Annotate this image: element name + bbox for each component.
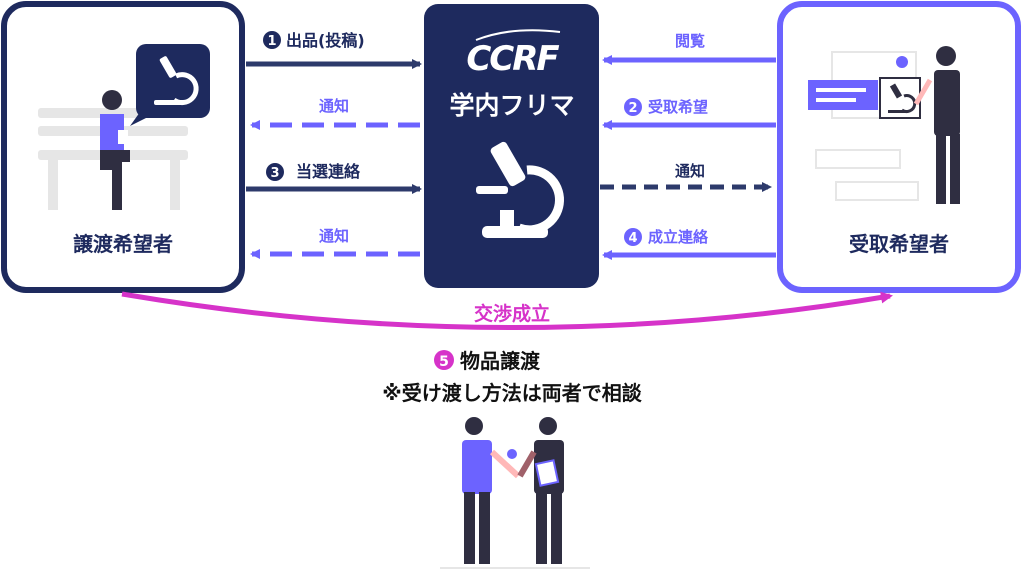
deal-arrow bbox=[121, 291, 893, 330]
step5-badge bbox=[434, 350, 454, 370]
platform-title: 学内フリマ bbox=[449, 91, 574, 120]
person-sitting-illustration bbox=[100, 90, 130, 210]
handshake-illustration bbox=[440, 417, 590, 569]
step2-badge bbox=[624, 98, 642, 116]
microscope-icon bbox=[476, 141, 564, 238]
step4-label: 成立連絡 bbox=[648, 228, 709, 246]
step5-number: 5 bbox=[439, 354, 449, 370]
browse-label: 閲覧 bbox=[675, 32, 705, 50]
deal-label: 交渉成立 bbox=[474, 302, 550, 325]
speech-bubble-microscope-icon bbox=[130, 44, 210, 126]
center-platform-box: CCRF 学内フリマ bbox=[424, 4, 599, 288]
notice-left-a-label: 通知 bbox=[319, 97, 349, 115]
step5-note: ※受け渡し方法は両者で相談 bbox=[382, 381, 642, 405]
step3-number: 3 bbox=[270, 166, 279, 181]
person-standing-illustration bbox=[913, 46, 960, 204]
step4-badge bbox=[624, 228, 642, 246]
step5-label: 物品譲渡 bbox=[460, 349, 541, 373]
step1-number: 1 bbox=[267, 34, 276, 49]
step3-label: 当選連絡 bbox=[296, 162, 361, 181]
step1-label: 出品(投稿) bbox=[286, 31, 365, 50]
left-actor-label: 譲渡希望者 bbox=[73, 232, 173, 256]
step1-badge bbox=[263, 31, 281, 49]
right-actor-label: 受取希望者 bbox=[849, 232, 949, 256]
screens-illustration bbox=[808, 51, 921, 201]
ccrf-logo: CCRF bbox=[466, 39, 559, 79]
step2-label: 受取希望 bbox=[648, 98, 708, 116]
notice-right-label: 通知 bbox=[675, 162, 705, 180]
left-actor-box bbox=[1, 1, 245, 293]
step2-number: 2 bbox=[628, 101, 637, 116]
step3-badge bbox=[266, 163, 284, 181]
notice-left-b-label: 通知 bbox=[319, 227, 349, 245]
right-actor-box bbox=[777, 1, 1021, 293]
step4-number: 4 bbox=[628, 231, 637, 246]
